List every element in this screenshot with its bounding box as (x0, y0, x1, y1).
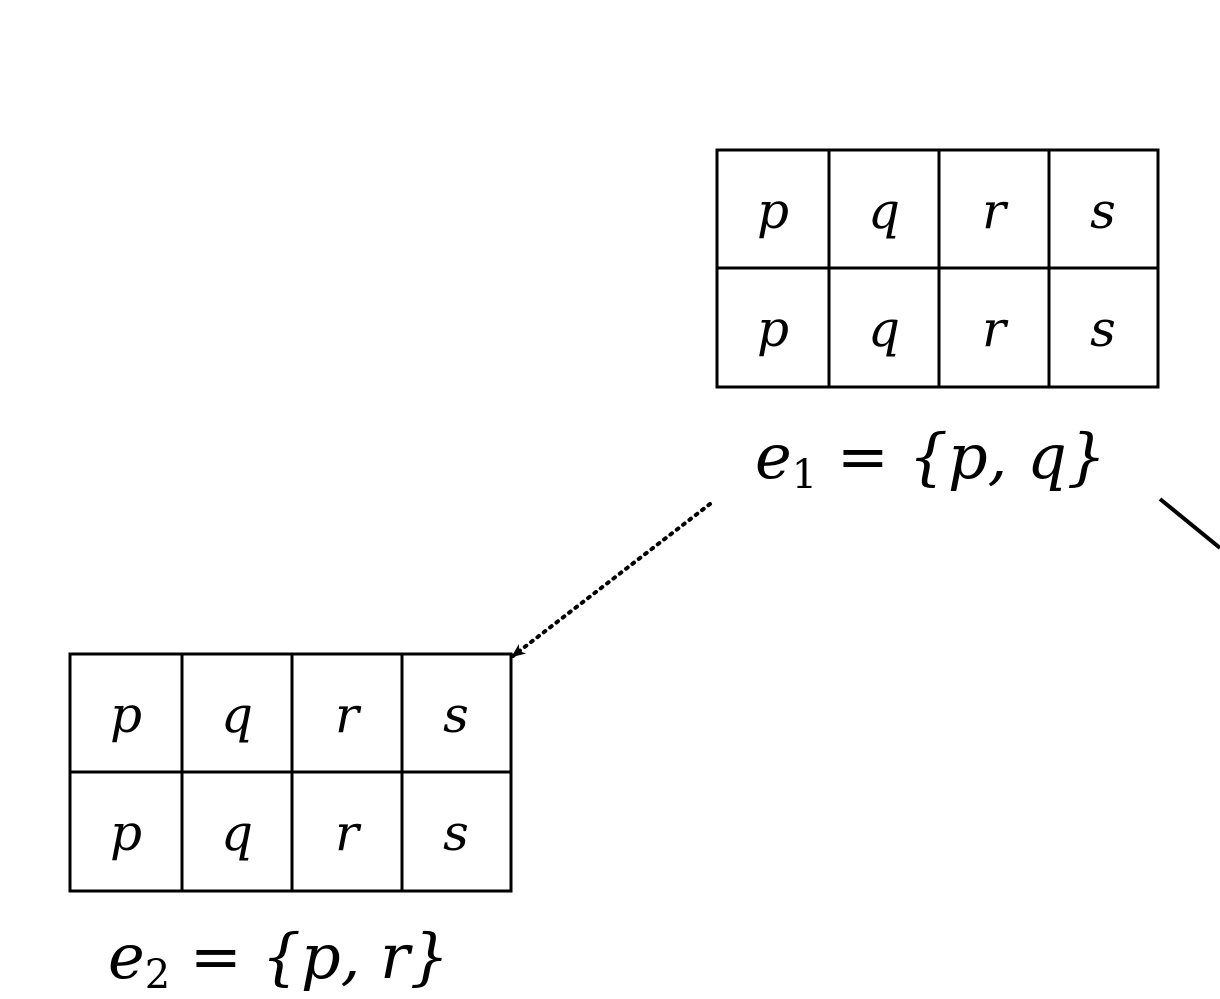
table-cell: q (868, 300, 900, 358)
label-set: {p, q} (909, 420, 1107, 493)
table-cell: q (868, 182, 900, 240)
table-cell: r (982, 300, 1009, 358)
table-2: p q r s p q r s e2 = {p, r} (68, 652, 513, 998)
table-cell: s (1090, 182, 1116, 240)
label-subscript: 2 (145, 952, 170, 998)
label-var: e (108, 920, 145, 993)
solid-edge-offscreen (1158, 497, 1220, 550)
table-1: p q r s p q r s e1 = {p, q} (715, 148, 1160, 498)
label-equals: = (170, 920, 261, 993)
table-cell: r (982, 182, 1009, 240)
label-subscript: 1 (792, 452, 817, 498)
label-set: {p, r} (262, 920, 450, 993)
table-cell: q (221, 686, 253, 744)
table-cell: r (335, 804, 362, 862)
label-var: e (755, 420, 792, 493)
table-cell: p (757, 300, 789, 358)
table-cell: s (443, 804, 469, 862)
table-cell: p (110, 686, 142, 744)
table-2-label: e2 = {p, r} (108, 920, 449, 998)
table-1-label: e1 = {p, q} (755, 420, 1106, 498)
table-cell: s (443, 686, 469, 744)
dotted-arrow-edge (511, 502, 712, 658)
table-cell: r (335, 686, 362, 744)
table-cell: q (221, 804, 253, 862)
table-cell: p (110, 804, 142, 862)
table-cell: s (1090, 300, 1116, 358)
table-cell: p (757, 182, 789, 240)
label-equals: = (817, 420, 908, 493)
